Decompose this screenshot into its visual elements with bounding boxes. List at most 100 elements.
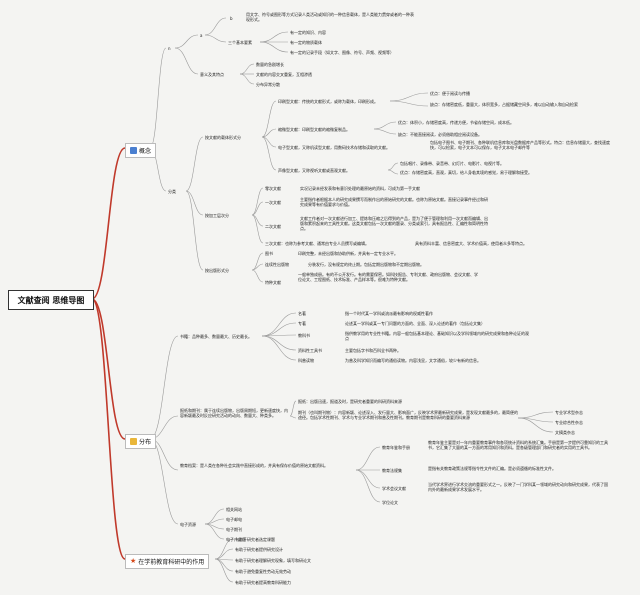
role-item: 有助于研究者理解研究现象，填写和研论文 [235, 558, 311, 563]
micro-link [373, 121, 397, 130]
av-link [387, 169, 399, 175]
classify-link [185, 190, 204, 271]
dist-link [149, 335, 179, 440]
edu-item-label: 教育年鉴和手册 [382, 445, 410, 450]
trophy-icon [130, 438, 137, 445]
books-item-label: 科普读物 [298, 358, 314, 363]
carrier-link [261, 136, 277, 171]
classify-link [185, 136, 204, 192]
level-link [251, 201, 264, 216]
level-zero: 零次文献 [265, 186, 281, 191]
micro-dis: 缺点：不能直接阅读，必须借助相应阅读设备。 [398, 132, 482, 137]
type-link [251, 252, 264, 271]
role-link [214, 538, 234, 560]
a-link [204, 34, 227, 43]
edu-item-text: 是指有关教育政策法规等指令性文件的汇编。是必须遵循的标准性文件。 [428, 466, 556, 471]
level-two: 二次文献 [265, 224, 281, 229]
major-node-concept[interactable]: 概念 [125, 143, 157, 158]
print-link [389, 100, 429, 107]
print-adv: 优点：便于阅读与传播 [430, 91, 470, 96]
dist-journals: 报纸和期刊：属于连续出版物，出版周期短，更新速度快，内容新颖最及时反应研究活动的… [180, 408, 288, 418]
periodical-link [517, 411, 554, 419]
av-link [387, 162, 399, 171]
root-node: 文献查阅 思维导图 [8, 290, 94, 310]
three-item: 有一定的知识、内容 [290, 30, 326, 35]
print-dis: 缺点：存储密度低，重量大，体积宽多，占据储藏空间多，难以自动输入和自动检索 [430, 102, 578, 107]
edu-item-label: 教育法规集 [382, 468, 402, 473]
carrier-link [261, 128, 277, 138]
eresource-item: 相关网站 [226, 507, 242, 512]
role-link [214, 548, 234, 560]
major-label: 分布 [139, 439, 152, 446]
dist-eresource: 电子资源 [180, 522, 196, 527]
star-icon: ★ [130, 557, 137, 565]
edu-link [355, 446, 381, 471]
role-item: 有助于研究者选定课题 [235, 537, 275, 542]
books-item-label: 教科书 [298, 333, 310, 338]
feature-item: 数量的急剧增长 [256, 62, 284, 67]
books-item-text: 论述某一学科或某一专门问题的方面的、全面、深入论述的著作（包括论文集） [345, 321, 485, 326]
n-link [174, 47, 199, 75]
av-adv: 优点：存储密度高，直观，真切，给人身临其境的感觉，易于理解和接受。 [400, 170, 532, 175]
feature-link [239, 63, 255, 75]
books-item-text: 主要包括字书和百科全书两种。 [345, 348, 401, 353]
carrier-link [261, 100, 277, 138]
node-b: b [230, 16, 233, 21]
level-two-text: 文献工作者对一次文献进行加工、提炼和压缩之后得到的产品，是为了便于管理和利用一次… [300, 216, 488, 231]
major-node-role[interactable]: ★ 在学前教育科研中的作用 [125, 554, 210, 569]
digital-adv: 包括电子图书、电子期刊、各种联机信息库和光盘数据库产品等形式。特点：信息存储量大… [430, 140, 610, 150]
level-one-text: 主要指作者根据本人的研究成果撰写而制作出的原始研究的文献。也称为原始文献。直接记… [300, 197, 488, 207]
type-link [251, 263, 264, 271]
books-item-label: 名著 [298, 311, 306, 316]
node-three-elements: 三个基本要素 [228, 40, 252, 45]
micro-link [373, 128, 397, 135]
dist-link [149, 438, 179, 525]
root-branch-role [91, 298, 126, 560]
books-item-text: 指一个时代某一学科或流派最有影响的权威性著作 [345, 311, 433, 316]
level-link [251, 214, 264, 244]
edu-item-label: 学术会议文献 [382, 486, 406, 491]
dist-edu-archive: 教育档案：是人类在各种社会实践中直接形成的，并具有保存价值的原始文献资料。 [180, 463, 328, 468]
edu-item-text: 教育年鉴主要是对一年内重要教育事件和各项统计资料的系统汇集。手册是第一步提供可靠… [428, 440, 608, 450]
journal-link [289, 415, 297, 419]
books-item-label: 专著 [298, 321, 306, 326]
type-special-text: 一般单独成册。有的不公开发行。有的需要保密。如科技报告、专利文献、政府出版物、会… [298, 272, 478, 282]
eresource-item: 电子邮电 [226, 517, 242, 522]
carrier-digital: 电子型文献，又称机读型文献，用数码技术存储和读取的文献。 [278, 145, 390, 150]
books-item-text: 为普及科学知识而编写的通俗读物。内容浅显，文字通俗，较少有新的信息。 [345, 358, 481, 363]
role-link [214, 558, 234, 583]
feature-link [239, 73, 255, 85]
book-icon [130, 147, 137, 154]
concept-link [149, 47, 167, 149]
books-link [261, 322, 297, 337]
three-item: 有一定的记录手段（如文字、图像、符号、声频、视频等） [290, 50, 394, 55]
root-branch-distribution [91, 298, 126, 440]
eresource-item: 电子广告版 [226, 537, 246, 542]
carrier-micro: 缩微型文献：印刷型文献的缩微复制品。 [278, 127, 350, 132]
journal-news: 报纸：出版迅速，报道及时，是研究者重要的科研资料来源 [298, 399, 402, 404]
edu-link [355, 469, 381, 503]
major-label: 概念 [139, 148, 152, 155]
level-one: 一次文献 [265, 200, 281, 205]
root-branch-concept [91, 147, 126, 300]
major-node-distribution[interactable]: 分布 [125, 434, 157, 449]
type-book-text: 印刷完整，未经出版和协助供新，并具有一定专业水平。 [298, 251, 398, 256]
feature-item: 文献的内容交叉重复，互相渗透 [256, 72, 312, 77]
three-item: 有一定的物质载体 [290, 40, 322, 45]
classify-link [185, 190, 204, 216]
role-item: 有助于避免重复性劳动无效劳动 [235, 569, 291, 574]
role-item: 有助于研究者提供研究设计 [235, 547, 283, 552]
dist-books: 书籍：品种最多、数量最大、历史最长。 [180, 334, 252, 339]
periodical-link [517, 417, 554, 433]
a-link [204, 17, 227, 36]
books-item-label: 资料性工具书 [298, 348, 322, 353]
edu-item-label: 学位论文 [382, 500, 398, 505]
journal-periodical: 期刊（也叫期刊物）：内容新颖、论述深入、发行量大、影响面广，反映学术界最新研究成… [298, 410, 518, 420]
books-link [261, 335, 297, 361]
three-link [259, 31, 289, 43]
node-n: n [168, 46, 171, 51]
level-link [251, 187, 264, 216]
books-link [261, 312, 297, 337]
node-a: a [200, 33, 203, 38]
node-features: 意义及其特点 [200, 72, 224, 77]
